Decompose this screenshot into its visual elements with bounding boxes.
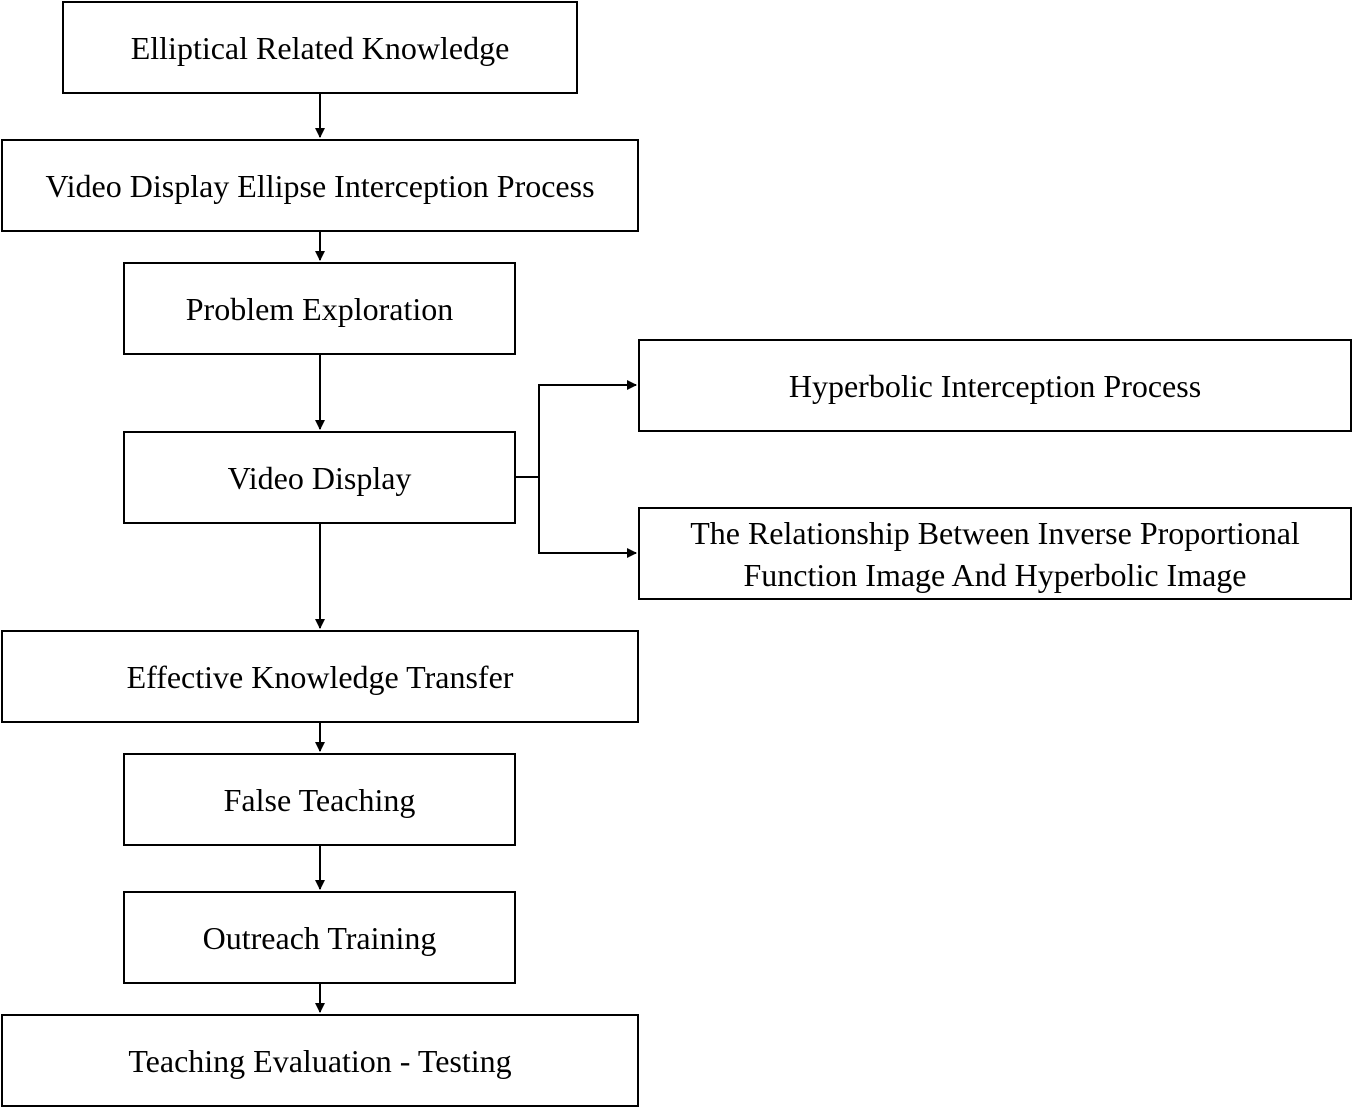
node-hyperbolic-interception: Hyperbolic Interception Process bbox=[638, 339, 1352, 432]
node-label-line-2: Function Image And Hyperbolic Image bbox=[743, 556, 1247, 593]
arrow-video-display-to-hyperbolic bbox=[516, 380, 637, 478]
node-label: Video Display bbox=[227, 459, 412, 496]
node-teaching-evaluation-testing: Teaching Evaluation - Testing bbox=[1, 1014, 639, 1107]
node-relationship-inverse-hyperbolic: The Relationship Between Inverse Proport… bbox=[638, 507, 1352, 600]
node-label: Hyperbolic Interception Process bbox=[788, 367, 1202, 404]
node-label: Problem Exploration bbox=[185, 290, 454, 327]
node-elliptical-related-knowledge: Elliptical Related Knowledge bbox=[62, 1, 578, 94]
node-label: Elliptical Related Knowledge bbox=[130, 29, 510, 66]
node-outreach-training: Outreach Training bbox=[123, 891, 516, 984]
node-false-teaching: False Teaching bbox=[123, 753, 516, 846]
node-label: False Teaching bbox=[223, 781, 416, 818]
node-label: Outreach Training bbox=[202, 919, 437, 956]
node-video-display: Video Display bbox=[123, 431, 516, 524]
node-label: Teaching Evaluation - Testing bbox=[128, 1042, 512, 1079]
node-effective-knowledge-transfer: Effective Knowledge Transfer bbox=[1, 630, 639, 723]
node-label: Effective Knowledge Transfer bbox=[126, 658, 514, 695]
node-label: Video Display Ellipse Interception Proce… bbox=[45, 167, 595, 204]
node-video-display-ellipse-interception: Video Display Ellipse Interception Proce… bbox=[1, 139, 639, 232]
node-label-line-1: The Relationship Between Inverse Proport… bbox=[690, 514, 1300, 551]
node-problem-exploration: Problem Exploration bbox=[123, 262, 516, 355]
arrow-video-display-to-relationship bbox=[538, 477, 637, 558]
